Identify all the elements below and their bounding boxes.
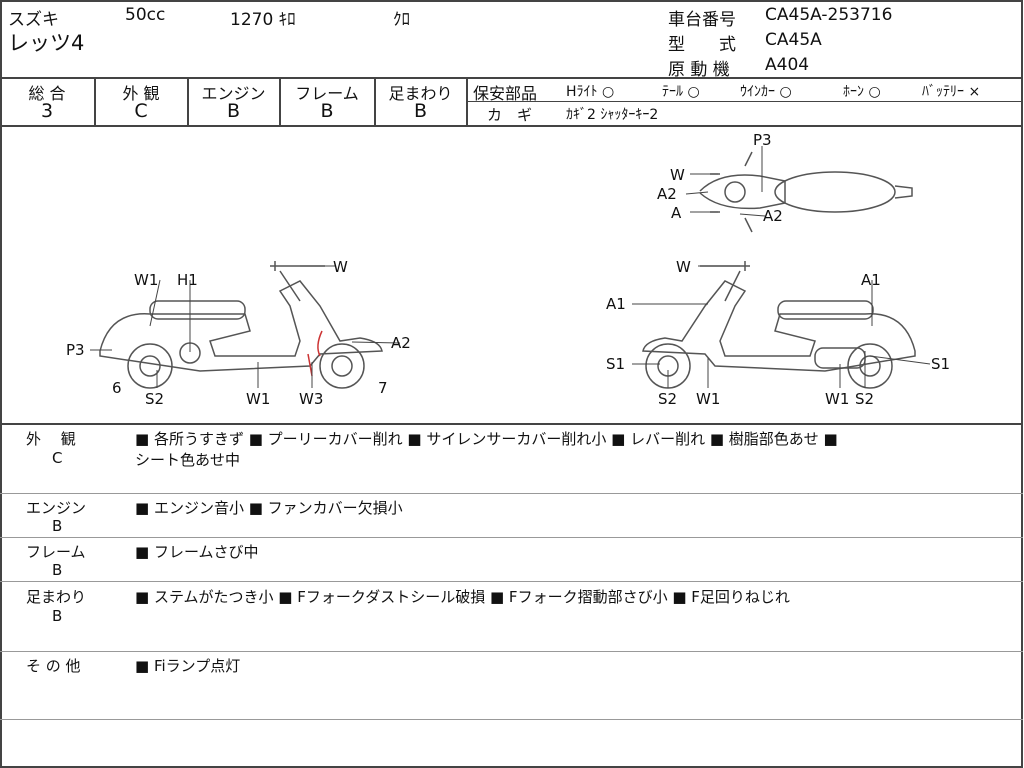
model: レッツ4: [8, 31, 85, 55]
note-exterior-label: 外 観: [26, 430, 76, 448]
grade-exterior-value: C: [134, 100, 148, 122]
label-s2: S2: [145, 390, 165, 408]
note-exterior-text2: シート色あせ中: [135, 451, 241, 469]
note-other-label: そ の 他: [26, 657, 81, 675]
note-frame-label: フレーム: [26, 543, 86, 561]
chassis-number: CA45A-253716: [765, 5, 893, 25]
label-p3: P3: [66, 341, 85, 359]
grade-frame-value: B: [320, 100, 334, 122]
chassis-label: 車台番号: [668, 10, 736, 30]
safety-horn: ﾎｰﾝ ○: [843, 84, 881, 100]
note-frame-text: ■ フレームさび中: [135, 543, 259, 561]
label-s1: S1: [606, 355, 626, 373]
label-s1: S1: [931, 355, 951, 373]
label-w: W: [676, 258, 691, 276]
label-a1: A1: [606, 295, 626, 313]
key-label: カ ギ: [487, 106, 533, 124]
label-w1: W1: [246, 390, 271, 408]
note-exterior-grade: C: [52, 449, 63, 467]
grade-engine-label: エンジン: [201, 84, 266, 103]
note-engine-grade: B: [52, 517, 63, 535]
grade-suspension-value: B: [413, 100, 428, 122]
label-w1: W1: [696, 390, 721, 408]
safety-battery: ﾊﾞｯﾃﾘｰ ×: [922, 84, 981, 100]
safety-winker: ｳｲﾝｶｰ ○: [740, 84, 792, 100]
type-value: CA45A: [765, 30, 822, 50]
note-suspension-label: 足まわり: [26, 588, 87, 606]
color: ｸﾛ: [393, 10, 410, 30]
label-p3: P3: [753, 131, 772, 149]
note-frame-grade: B: [52, 561, 63, 579]
label-s2: S2: [658, 390, 678, 408]
scooter-top-view: [699, 151, 913, 233]
engine-label: 原 動 機: [668, 60, 730, 80]
label-w3: W3: [299, 390, 324, 408]
label-w: W: [333, 258, 348, 276]
grade-suspension-label: 足まわり: [388, 84, 453, 103]
grade-overall-value: 3: [40, 100, 54, 122]
label-a2: A2: [657, 185, 677, 203]
maker: スズキ: [8, 10, 59, 30]
safety-tail: ﾃｰﾙ ○: [662, 84, 700, 100]
label-a: A: [671, 204, 682, 222]
label-h1: H1: [177, 271, 198, 289]
note-suspension-grade: B: [52, 607, 63, 625]
mileage: 1270 ｷﾛ: [230, 10, 296, 30]
note-suspension-text: ■ ステムがたつき小 ■ Fフォークダストシール破損 ■ Fフォーク摺動部さび小…: [135, 588, 790, 606]
label-a1: A1: [861, 271, 881, 289]
note-exterior-text: ■ 各所うすきず ■ プーリーカバー削れ ■ サイレンサーカバー削れ小 ■ レバ…: [135, 430, 838, 448]
label-w1: W1: [825, 390, 850, 408]
grade-frame-label: フレーム: [295, 84, 359, 103]
label-s2: S2: [855, 390, 875, 408]
label-a2: A2: [763, 207, 783, 225]
note-engine-label: エンジン: [26, 499, 87, 517]
note-other-text: ■ Fiランプ点灯: [135, 657, 241, 675]
scooter-diagram: [90, 146, 931, 389]
label-w: W: [670, 166, 685, 184]
engine-value: A404: [765, 55, 810, 75]
label-7: 7: [378, 379, 388, 397]
note-engine-text: ■ エンジン音小 ■ ファンカバー欠損小: [135, 499, 403, 517]
label-a2: A2: [391, 334, 411, 352]
label-w1: W1: [134, 271, 159, 289]
grade-engine-value: B: [226, 100, 241, 122]
safety-label: 保安部品: [473, 84, 538, 103]
type-label: 型 式: [668, 35, 736, 55]
key-value: ｶｷﾞ2 ｼｬｯﾀｰｷｰ2: [566, 107, 659, 123]
grade-overall-label: 総 合: [28, 84, 66, 103]
label-6: 6: [112, 379, 122, 397]
safety-headlight: Hﾗｲﾄ ○: [566, 84, 615, 100]
grade-exterior-label: 外 観: [122, 84, 160, 103]
displacement: 50cc: [125, 5, 166, 25]
